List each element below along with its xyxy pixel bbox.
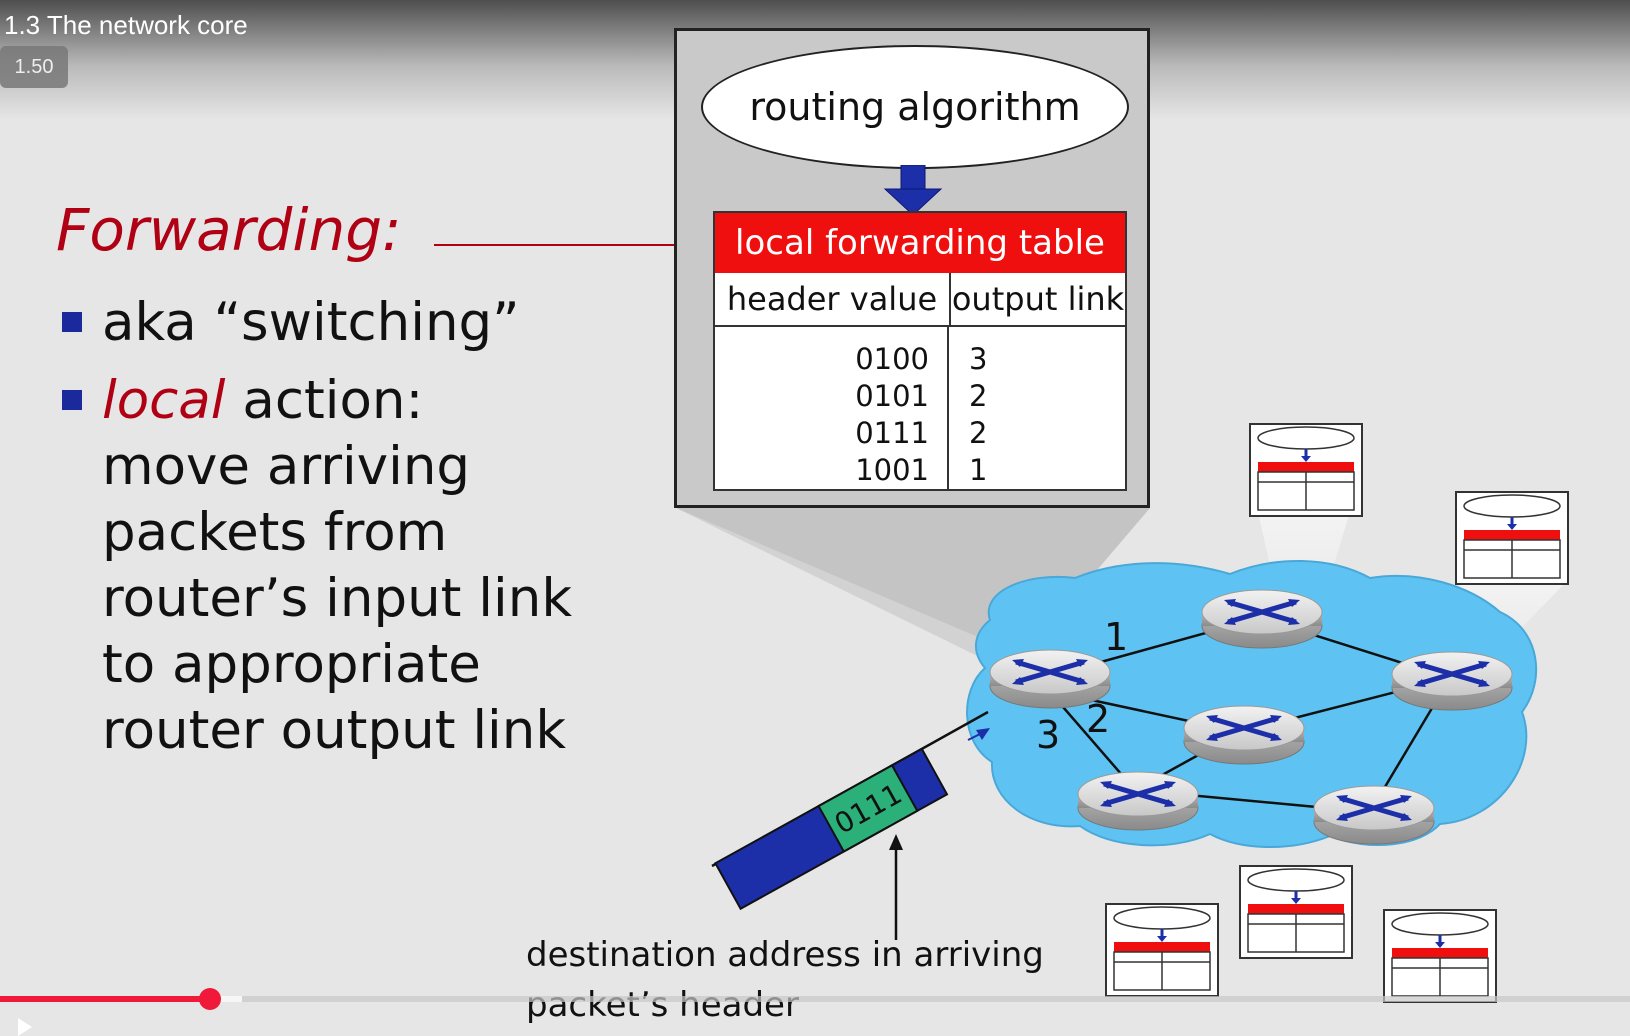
router-callout-panel: routing algorithm local forwarding table… (674, 28, 1150, 508)
destination-label-line: destination address in arriving (526, 935, 1044, 975)
link-label: 2 (1086, 697, 1110, 741)
header-value-cell: 0111 (855, 416, 929, 450)
video-progress-track[interactable] (0, 996, 1630, 1002)
header-value-cell: 0101 (855, 379, 929, 413)
mini-forwarding-table-icon (1382, 908, 1498, 1004)
bullet-item: aka “switching” (58, 290, 572, 356)
bullet-list: aka “switching” local action: move arriv… (58, 290, 572, 764)
header-value-cell: 0100 (855, 342, 929, 376)
bullet-item: local action: move arriving packets from… (58, 368, 572, 764)
forwarding-table-body: 0100 0101 0111 1001 3 2 2 1 (715, 327, 1125, 489)
link-label: 3 (1036, 713, 1060, 757)
video-scrubber-handle[interactable] (199, 988, 221, 1010)
router-icon (1078, 772, 1198, 830)
header-value-cell: 1001 (855, 453, 929, 487)
bullet-square-icon (62, 390, 82, 410)
video-progress-fill (0, 996, 210, 1002)
heading-connector-line (434, 244, 698, 246)
router-icon (1184, 706, 1304, 764)
callout-cone (676, 508, 1050, 672)
output-link-cell: 3 (969, 342, 988, 376)
bullet-square-icon (62, 312, 82, 332)
forwarding-table-header: header value output link (715, 273, 1125, 327)
router-icon (1392, 652, 1512, 710)
play-icon[interactable] (18, 1018, 32, 1036)
forwarding-table: local forwarding table header value outp… (713, 211, 1127, 491)
video-title[interactable]: 1.3 The network core (4, 10, 248, 40)
bullet-continuation: router’s input link (102, 568, 573, 629)
mini-forwarding-table-icon (1454, 490, 1570, 586)
router-icon (1202, 590, 1322, 648)
destination-address-label: destination address in arriving packet’s… (526, 930, 1044, 1030)
link-label: 1 (1104, 615, 1128, 659)
mini-forwarding-table-icon (1104, 902, 1220, 998)
packet-icon: 0111 (714, 747, 949, 911)
bullet-text: aka “switching” (102, 292, 520, 353)
column-header: header value (715, 273, 951, 325)
router-icon (1314, 786, 1434, 844)
bullet-continuation: move arriving (102, 436, 471, 497)
bullet-continuation: to appropriate (102, 634, 481, 695)
playback-speed-badge[interactable]: 1.50 (0, 46, 68, 88)
down-arrow-icon (883, 165, 943, 215)
bullet-emphasis: local (102, 370, 226, 431)
bullet-text: action: (225, 370, 424, 431)
bullet-continuation: packets from (102, 502, 448, 563)
output-link-cell: 1 (969, 453, 988, 487)
output-link-cell: 2 (969, 379, 988, 413)
mini-forwarding-table-icon (1248, 422, 1364, 518)
column-header: output link (951, 280, 1125, 318)
destination-label-line: packet’s header (526, 985, 799, 1025)
output-link-cell: 2 (969, 416, 988, 450)
mini-forwarding-table-icon (1238, 864, 1354, 960)
routing-algorithm-ellipse: routing algorithm (701, 45, 1129, 169)
slide-heading: Forwarding: (56, 196, 402, 264)
forwarding-table-title: local forwarding table (715, 213, 1125, 273)
bullet-continuation: router output link (102, 700, 567, 761)
